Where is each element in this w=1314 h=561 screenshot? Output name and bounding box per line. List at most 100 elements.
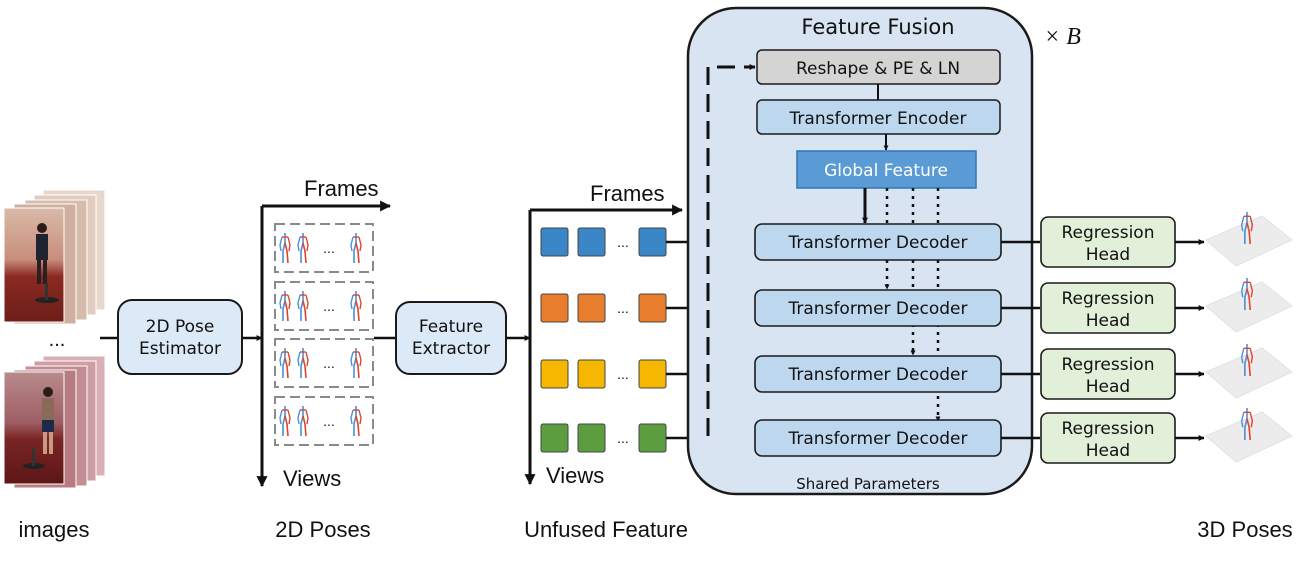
poses-views-label: Views: [283, 466, 341, 491]
feature-token: [540, 293, 569, 323]
image-stack-top: [3, 189, 106, 325]
pose-skeleton: [297, 233, 309, 264]
feature-ellipsis: ...: [617, 300, 629, 316]
pose-3d-output: [1205, 212, 1293, 267]
pose-skeleton: [279, 348, 291, 379]
feature-ellipsis: ...: [617, 366, 629, 382]
feature-token: [638, 359, 667, 389]
pose-skeleton: [350, 406, 362, 437]
caption-images: images: [19, 517, 90, 542]
poses-2d-grid: ............: [274, 223, 374, 446]
pose-skeleton: [279, 291, 291, 322]
regression-head-line2: Head: [1086, 441, 1130, 461]
feature-token: [638, 293, 667, 323]
poses-2d-axes: [256, 200, 392, 488]
pose-3d-skeleton: [1240, 344, 1254, 377]
pose-ellipsis: ...: [323, 413, 335, 429]
poses-frames-label: Frames: [304, 176, 379, 201]
unfused-feature-grid: ............: [540, 227, 753, 453]
feature-row: ...: [540, 359, 753, 389]
pose-ellipsis: ...: [323, 298, 335, 314]
pose-row: ...: [274, 396, 374, 446]
pose-row: ...: [274, 338, 374, 388]
feature-token: [577, 359, 606, 389]
encoder-label: Transformer Encoder: [789, 109, 967, 129]
feature-token: [577, 423, 606, 453]
global-feature-label: Global Feature: [824, 161, 948, 181]
repeat-label: × B: [1044, 24, 1081, 50]
pose-3d-output: [1205, 278, 1293, 333]
decoder-label: Transformer Decoder: [788, 429, 968, 449]
feature-token: [540, 227, 569, 257]
person-figure: [23, 387, 54, 469]
reshape-block: Reshape & PE & LN: [756, 49, 1001, 85]
feature-token: [540, 423, 569, 453]
pose-skeleton: [297, 291, 309, 322]
pose-estimator-line1: 2D Pose: [146, 317, 215, 337]
fusion-title: Feature Fusion: [801, 15, 954, 39]
pose-row: ...: [274, 281, 374, 331]
feature-extractor-block: Feature Extractor: [395, 301, 507, 375]
feature-row: ...: [540, 227, 753, 257]
pose-3d-skeleton: [1240, 408, 1254, 441]
decoder-label: Transformer Decoder: [788, 233, 968, 253]
caption-2d-poses: 2D Poses: [275, 517, 370, 542]
feature-extractor-line2: Extractor: [412, 339, 490, 359]
feature-token: [577, 293, 606, 323]
feature-row: ...: [540, 423, 753, 453]
pose-estimator-line2: Estimator: [139, 339, 221, 359]
pose-skeleton: [279, 406, 291, 437]
pose-ellipsis: ...: [323, 240, 335, 256]
ground-plane: [1205, 411, 1293, 463]
decoder-label: Transformer Decoder: [788, 365, 968, 385]
pose-skeleton: [279, 233, 291, 264]
regression-head-line2: Head: [1086, 377, 1130, 397]
pose-ellipsis: ...: [323, 355, 335, 371]
feature-token: [577, 227, 606, 257]
pose-3d-skeleton: [1240, 212, 1254, 245]
decoder-label: Transformer Decoder: [788, 299, 968, 319]
regression-head-line1: Regression: [1062, 223, 1155, 243]
ground-plane: [1205, 347, 1293, 399]
global-feature-block: Global Feature: [796, 150, 977, 189]
regression-head-line1: Regression: [1062, 355, 1155, 375]
caption-unfused-feature: Unfused Feature: [524, 517, 688, 542]
pose-skeleton: [350, 233, 362, 264]
feature-extractor-line1: Feature: [419, 317, 483, 337]
regression-head-line2: Head: [1086, 245, 1130, 265]
person-figure: [35, 223, 59, 303]
pose-skeleton: [297, 406, 309, 437]
ground-plane: [1205, 281, 1293, 333]
caption-3d-poses: 3D Poses: [1197, 517, 1292, 542]
feature-ellipsis: ...: [617, 234, 629, 250]
unfused-frames-label: Frames: [590, 181, 665, 206]
ground-plane: [1205, 215, 1293, 267]
pose-3d-output: [1205, 408, 1293, 463]
feature-ellipsis: ...: [617, 430, 629, 446]
feature-token: [638, 423, 667, 453]
pose-row: ...: [274, 223, 374, 273]
pose-skeleton: [350, 348, 362, 379]
unfused-views-label: Views: [546, 463, 604, 488]
reshape-label: Reshape & PE & LN: [796, 59, 960, 79]
dashed-skip-connection: [706, 64, 756, 436]
feature-row: ...: [540, 293, 753, 323]
pose-3d-skeleton: [1240, 278, 1254, 311]
regression-head-line1: Regression: [1062, 419, 1155, 439]
encoder-block: Transformer Encoder: [756, 99, 1001, 135]
pose-skeleton: [350, 291, 362, 322]
pose-3d-output: [1205, 344, 1293, 399]
unfused-axes: [524, 204, 684, 486]
images-ellipsis: ...: [49, 329, 66, 351]
feature-token: [540, 359, 569, 389]
regression-head-line1: Regression: [1062, 289, 1155, 309]
pose-estimator-block: 2D Pose Estimator: [117, 299, 243, 375]
pose-skeleton: [297, 348, 309, 379]
image-stack-bottom: [3, 355, 106, 489]
regression-head-line2: Head: [1086, 311, 1130, 331]
